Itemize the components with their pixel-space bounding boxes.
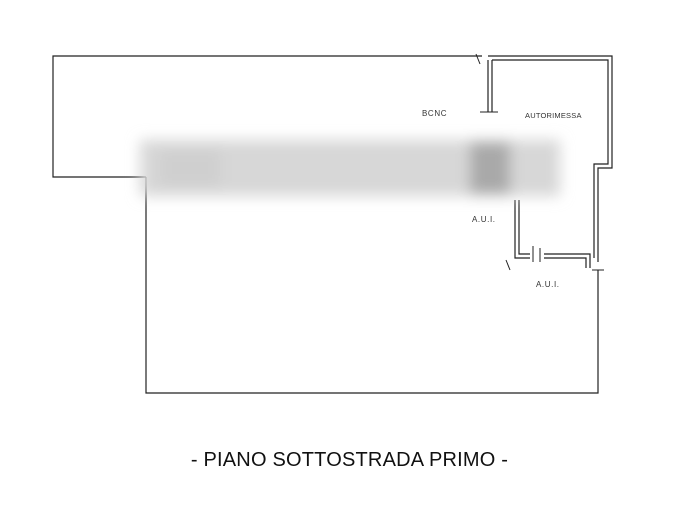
room-label-aui-upper: A.U.I. bbox=[472, 215, 496, 224]
left-wing-walls bbox=[52, 55, 482, 178]
autorimessa-walls bbox=[475, 53, 613, 262]
room-label-autorimessa: AUTORIMESSA bbox=[525, 111, 582, 120]
room-label-bcnc: BCNC bbox=[422, 109, 447, 118]
redacted-band bbox=[140, 140, 560, 196]
aui-walls bbox=[505, 200, 604, 271]
main-hall-walls bbox=[145, 177, 599, 394]
floor-plan: BCNC AUTORIMESSA A.U.I. A.U.I. bbox=[52, 53, 613, 394]
floor-title: - PIANO SOTTOSTRADA PRIMO - bbox=[190, 449, 509, 471]
room-label-aui-lower: A.U.I. bbox=[536, 280, 560, 289]
